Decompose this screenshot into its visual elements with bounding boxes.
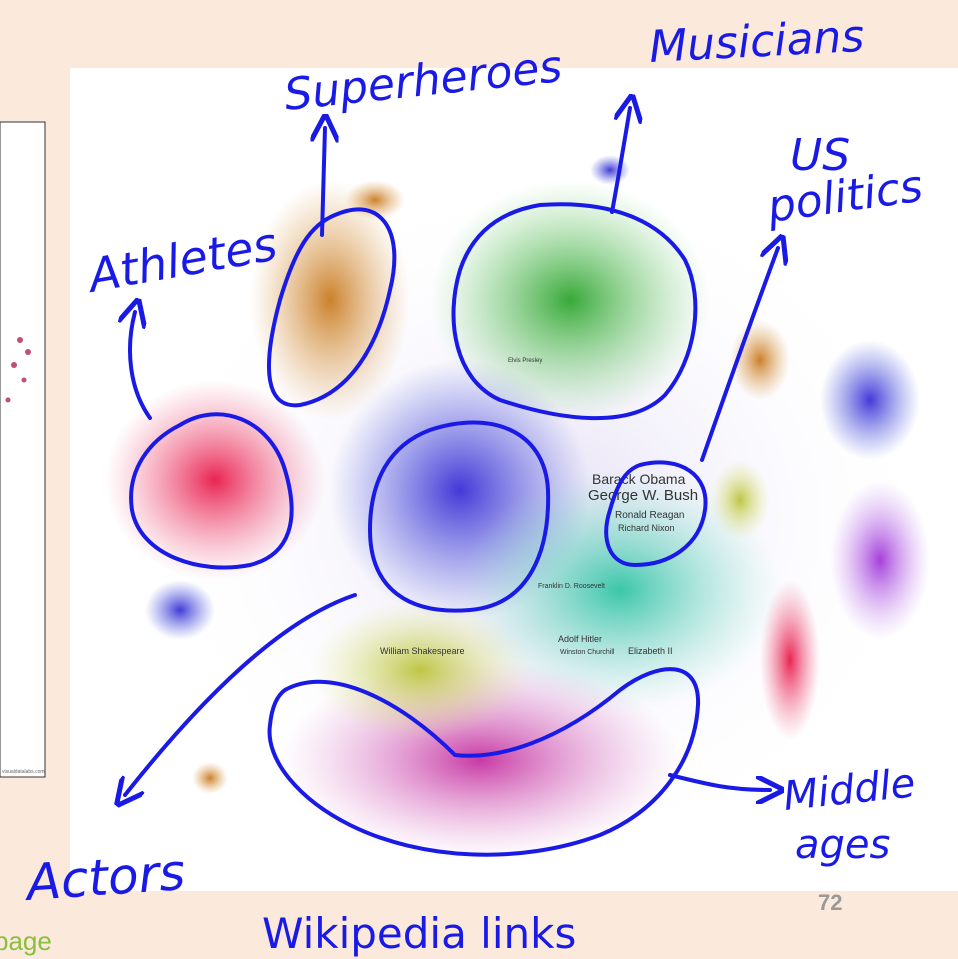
page-fragment-text: page [0, 926, 52, 956]
label-obama: Barack Obama [592, 471, 686, 487]
left-panel-node [17, 337, 23, 343]
left-panel-node [11, 362, 17, 368]
label-elvis: Elvis Presley [508, 358, 542, 364]
cluster-top-small [590, 155, 630, 185]
annotation-musicians: Musicians [648, 11, 866, 73]
label-churchill: Winston Churchill [560, 649, 615, 656]
left-panel-node [22, 378, 27, 383]
cluster-right-purple [830, 480, 930, 640]
cluster-right-yellow [710, 460, 770, 540]
label-bush: George W. Bush [588, 487, 698, 504]
cluster-right-blue [820, 340, 920, 460]
cluster-right-red [760, 580, 820, 740]
label-shakespeare: William Shakespeare [380, 646, 465, 656]
left-panel: visualdatalabs.com page [0, 122, 52, 956]
cluster-musicians [430, 180, 710, 420]
label-elizabeth: Elizabeth II [628, 646, 673, 656]
annotation-actors: Actors [22, 843, 187, 912]
label-hitler: Adolf Hitler [558, 634, 602, 644]
left-panel-node [25, 349, 31, 355]
annotation-ages: ages [795, 822, 890, 868]
left-panel-node [6, 398, 11, 403]
page-number: 72 [818, 890, 842, 915]
cluster-bottom-small [192, 762, 228, 794]
label-nixon: Richard Nixon [618, 523, 675, 533]
label-reagan: Ronald Reagan [615, 510, 685, 521]
label-roosevelt: Franklin D. Roosevelt [538, 583, 605, 590]
left-panel-footer: visualdatalabs.com [2, 769, 45, 775]
cluster-literature [310, 600, 530, 740]
cluster-athletes [105, 380, 325, 580]
left-panel-frame [0, 122, 45, 777]
cluster-left-small [145, 580, 215, 640]
annotation-caption: Wikipedia links [262, 909, 576, 958]
